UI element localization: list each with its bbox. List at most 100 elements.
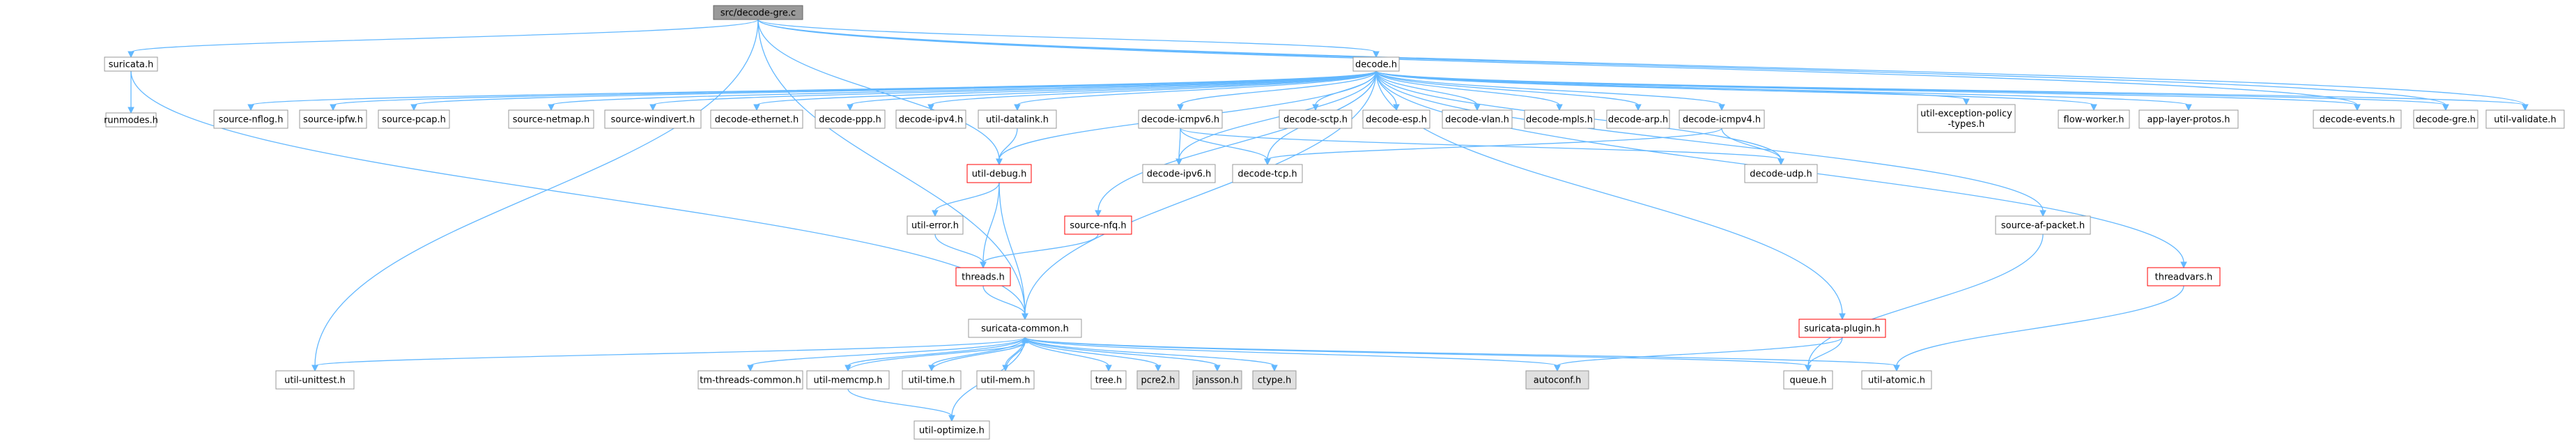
arrowhead xyxy=(753,104,760,112)
edge-memcmp-to-optimize xyxy=(847,388,955,422)
node-esp[interactable]: decode-esp.h xyxy=(1362,109,1430,129)
node-ctype[interactable]: ctype.h xyxy=(1252,370,1297,390)
node-root[interactable]: src/decode-gre.c xyxy=(713,5,803,20)
node-threadvars[interactable]: threadvars.h xyxy=(2147,267,2221,286)
node-mpls[interactable]: decode-mpls.h xyxy=(1524,109,1595,129)
arrowhead xyxy=(2039,210,2046,217)
node-vlan[interactable]: decode-vlan.h xyxy=(1442,109,1513,129)
node-windivert[interactable]: source-windivert.h xyxy=(604,109,702,129)
node-autoconf[interactable]: autoconf.h xyxy=(1525,370,1589,390)
arrowhead xyxy=(1839,313,1846,321)
node-box xyxy=(913,420,990,440)
edge-decode-to-icmpv6 xyxy=(1177,70,1377,112)
node-box xyxy=(105,112,157,128)
node-plugin[interactable]: suricata-plugin.h xyxy=(1798,319,1886,338)
node-tcp[interactable]: decode-tcp.h xyxy=(1232,164,1303,183)
edge-decode-to-arp xyxy=(1375,70,1642,112)
node-label: threadvars.h xyxy=(2155,273,2213,283)
node-queue[interactable]: queue.h xyxy=(1783,370,1833,390)
arrowhead xyxy=(1021,313,1028,321)
node-gre[interactable]: decode-gre.h xyxy=(2413,109,2478,129)
node-label: decode-gre.h xyxy=(2416,115,2476,125)
node-flowworker[interactable]: flow-worker.h xyxy=(2058,109,2130,129)
node-datalink[interactable]: util-datalink.h xyxy=(978,109,1057,129)
arrowhead xyxy=(649,104,656,112)
node-box xyxy=(2138,109,2239,129)
node-box xyxy=(1142,164,1216,183)
node-label: decode-mpls.h xyxy=(1526,115,1593,125)
arrowhead xyxy=(747,365,754,372)
node-debug[interactable]: util-debug.h xyxy=(966,164,1032,183)
node-ethernet[interactable]: decode-ethernet.h xyxy=(710,109,803,129)
node-memcmp[interactable]: util-memcmp.h xyxy=(806,370,890,390)
node-time[interactable]: util-time.h xyxy=(902,370,962,390)
arrowhead xyxy=(948,415,955,422)
node-suricata[interactable]: suricata.h xyxy=(104,56,158,72)
node-box xyxy=(978,109,1057,129)
edge-decode-to-validate xyxy=(1375,70,2529,112)
node-label: decode-ppp.h xyxy=(819,115,881,125)
node-box xyxy=(1138,109,1223,129)
edge-decode-to-windivert xyxy=(649,70,1377,112)
arrowhead xyxy=(1155,365,1162,372)
node-label: util-debug.h xyxy=(972,169,1027,180)
edge-icmpv6-to-tcp xyxy=(1180,128,1271,166)
node-tmthreads[interactable]: tm-threads-common.h xyxy=(697,370,803,390)
node-box xyxy=(2313,109,2402,129)
node-nfq[interactable]: source-nfq.h xyxy=(1064,215,1132,235)
node-label: util-exception-policy xyxy=(1920,109,2012,119)
edge-decode-to-datalink xyxy=(1014,70,1377,112)
node-box xyxy=(2485,109,2565,129)
node-ppp[interactable]: decode-ppp.h xyxy=(815,109,886,129)
node-nflog[interactable]: source-nflog.h xyxy=(213,109,288,129)
node-label: pcre2.h xyxy=(1141,376,1175,386)
node-label: decode-ipv6.h xyxy=(1147,169,1212,180)
node-afpacket[interactable]: source-af-packet.h xyxy=(1995,215,2091,235)
edge-debug-to-error xyxy=(932,182,1000,217)
edge-decode-to-ethernet xyxy=(753,70,1377,112)
node-pcre2[interactable]: pcre2.h xyxy=(1136,370,1180,390)
node-udp[interactable]: decode-udp.h xyxy=(1744,164,1818,183)
node-box xyxy=(713,5,803,20)
node-validate[interactable]: util-validate.h xyxy=(2485,109,2565,129)
node-error[interactable]: util-error.h xyxy=(907,215,964,235)
node-threads[interactable]: threads.h xyxy=(955,267,1011,286)
node-box xyxy=(275,370,355,390)
node-applayer[interactable]: app-layer-protos.h xyxy=(2138,109,2239,129)
node-exception[interactable]: util-exception-policy-types.h xyxy=(1917,104,2016,133)
arrowhead xyxy=(2522,104,2529,112)
node-optimize[interactable]: util-optimize.h xyxy=(913,420,990,440)
edges-layer xyxy=(128,19,2529,422)
node-ipv4[interactable]: decode-ipv4.h xyxy=(895,109,966,129)
node-label: util-memcmp.h xyxy=(813,376,882,386)
node-box xyxy=(1136,370,1180,390)
node-sctp[interactable]: decode-sctp.h xyxy=(1279,109,1352,129)
node-box xyxy=(508,109,594,129)
node-decode[interactable]: decode.h xyxy=(1352,56,1400,72)
node-atomic[interactable]: util-atomic.h xyxy=(1861,370,1932,390)
node-mem[interactable]: util-mem.h xyxy=(976,370,1035,390)
node-common[interactable]: suricata-common.h xyxy=(968,319,1082,338)
node-box xyxy=(104,56,158,72)
node-label: decode-udp.h xyxy=(1750,169,1812,180)
arrowhead xyxy=(2090,104,2097,112)
node-ipfw[interactable]: source-ipfw.h xyxy=(299,109,367,129)
node-icmpv4[interactable]: decode-icmpv4.h xyxy=(1679,109,1765,129)
edge-threads-to-common xyxy=(982,285,1028,321)
node-unittest[interactable]: util-unittest.h xyxy=(275,370,355,390)
node-events[interactable]: decode-events.h xyxy=(2313,109,2402,129)
arrowhead xyxy=(1095,210,1102,217)
node-box xyxy=(968,319,1082,338)
edge-decode-to-plugin xyxy=(1375,70,1846,321)
node-jansson[interactable]: jansson.h xyxy=(1192,370,1242,390)
node-pcap[interactable]: source-pcap.h xyxy=(378,109,450,129)
node-box xyxy=(1192,370,1242,390)
edge-common-to-pcre2 xyxy=(1024,337,1162,372)
node-tree[interactable]: tree.h xyxy=(1090,370,1127,390)
node-label: source-pcap.h xyxy=(382,115,446,125)
node-ipv6[interactable]: decode-ipv6.h xyxy=(1142,164,1216,183)
node-arp[interactable]: decode-arp.h xyxy=(1606,109,1670,129)
node-icmpv6[interactable]: decode-icmpv6.h xyxy=(1138,109,1223,129)
node-runmodes[interactable]: runmodes.h xyxy=(104,112,158,128)
node-netmap[interactable]: source-netmap.h xyxy=(508,109,594,129)
